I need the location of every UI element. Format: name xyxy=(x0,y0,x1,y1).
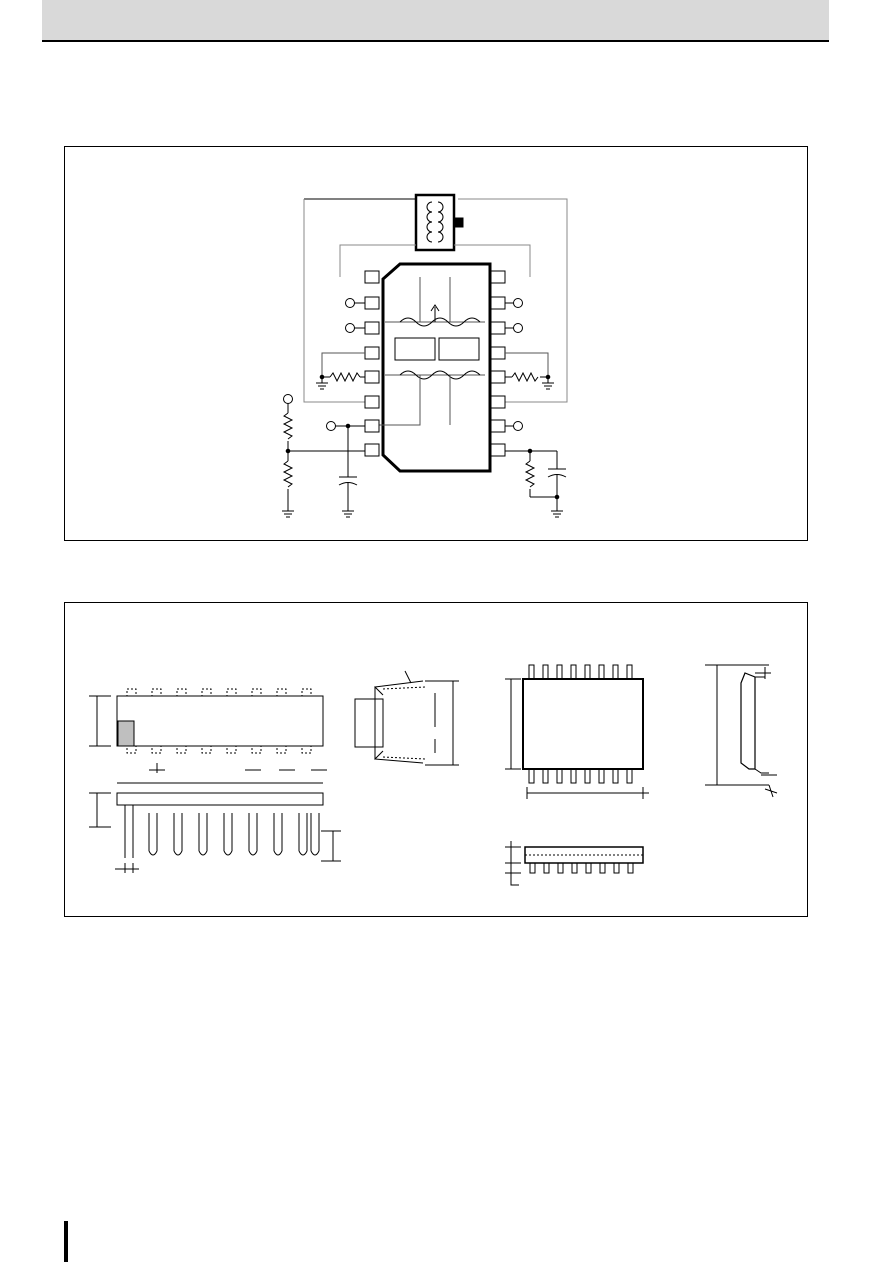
pin-left-2 xyxy=(364,296,380,310)
dip-lead-width-dimension xyxy=(115,863,139,873)
internal-block-right xyxy=(438,337,480,361)
application-circuit-frame xyxy=(64,146,808,541)
capacitor-right xyxy=(547,451,567,507)
supply-terminal-left xyxy=(283,394,293,404)
ic-body xyxy=(381,262,492,473)
pin-right-2 xyxy=(490,296,506,310)
sop-front-leads xyxy=(529,862,634,874)
sop-top-pins xyxy=(528,664,633,680)
package-outline-frame xyxy=(64,602,808,917)
terminal-left-c xyxy=(326,421,336,431)
ic-pins-right xyxy=(490,270,506,457)
outer-loop-right xyxy=(458,198,568,403)
outer-loop-left xyxy=(303,199,375,403)
ground-right-upper xyxy=(542,377,554,390)
pin-right-4 xyxy=(490,346,506,360)
dip-side-leads xyxy=(124,805,320,858)
resistor-right-rc xyxy=(524,451,536,497)
ground-rc-right xyxy=(551,507,563,518)
dip-width-dimension xyxy=(89,695,111,747)
ground-left-upper xyxy=(316,377,328,390)
pin-right-1 xyxy=(490,270,506,284)
dip-side-body xyxy=(116,792,324,806)
pin-right-8 xyxy=(490,443,506,457)
pin-left-3 xyxy=(364,321,380,335)
pin-left-8 xyxy=(364,443,380,457)
pin-right-3 xyxy=(490,321,506,335)
sop-side-body xyxy=(740,672,756,770)
sop-height-dimension xyxy=(705,664,769,786)
transformer-box xyxy=(414,193,456,252)
pin-right-5 xyxy=(490,370,506,384)
dip-side-view xyxy=(89,792,341,873)
dip-lead-length-dimension xyxy=(321,830,341,862)
sop-body xyxy=(522,678,644,770)
dip-end-width-dimension xyxy=(425,680,459,766)
pin-right-6 xyxy=(490,395,506,409)
transformer-tab xyxy=(453,217,464,228)
transformer-wire-b xyxy=(454,244,531,277)
dip-pin1-marker xyxy=(117,720,135,747)
pin-left-7 xyxy=(364,419,380,433)
pin-left-4 xyxy=(364,346,380,360)
transformer-coil-right xyxy=(437,201,444,243)
package-outline-drawings xyxy=(89,664,778,886)
application-circuit-diagram xyxy=(282,193,568,518)
internal-block-left xyxy=(394,337,436,361)
pin-left-6 xyxy=(364,395,380,409)
page-side-marker xyxy=(64,1221,68,1262)
sop-front-view xyxy=(505,841,644,886)
ic-pins-left xyxy=(364,270,380,457)
terminal-left-b xyxy=(345,323,355,333)
sop-side-view xyxy=(705,664,778,798)
dip-end-view xyxy=(354,670,459,766)
internal-switch-top xyxy=(399,317,481,327)
internal-wires xyxy=(365,277,451,426)
sop-bottom-pins xyxy=(528,768,633,784)
sop-top-view xyxy=(505,664,649,799)
capacitor-left xyxy=(338,476,358,507)
internal-arrow-head xyxy=(430,304,440,312)
dip-bottom-pins xyxy=(126,745,312,754)
transformer-wire-a xyxy=(339,244,416,277)
dip-top-pins xyxy=(126,688,312,697)
sop-width-dimension xyxy=(505,678,521,770)
sop-pitch-dimension xyxy=(526,787,649,799)
divider-resistor-top xyxy=(282,403,294,451)
terminal-left-a xyxy=(345,298,355,308)
dip-body xyxy=(116,695,324,747)
dip-height-dimension xyxy=(89,792,111,828)
resistor-right-pin4 xyxy=(505,371,548,383)
internal-switch-bottom xyxy=(399,370,481,380)
divider-resistor-bottom xyxy=(282,451,294,507)
sop-front-height-dimension xyxy=(505,841,521,867)
dip-end-body xyxy=(354,698,384,748)
page-header-bar xyxy=(42,0,829,42)
terminal-right-b xyxy=(513,323,523,333)
ground-cap-left xyxy=(342,507,354,518)
resistor-left-pin4 xyxy=(322,371,365,383)
transformer-coil-left xyxy=(426,201,433,243)
terminal-right-c xyxy=(513,421,523,431)
dip-top-view xyxy=(89,688,327,784)
pin-right-7 xyxy=(490,419,506,433)
ground-divider xyxy=(282,507,294,518)
pin-left-1 xyxy=(364,270,380,284)
terminal-right-a xyxy=(513,298,523,308)
pin-left-5 xyxy=(364,370,380,384)
